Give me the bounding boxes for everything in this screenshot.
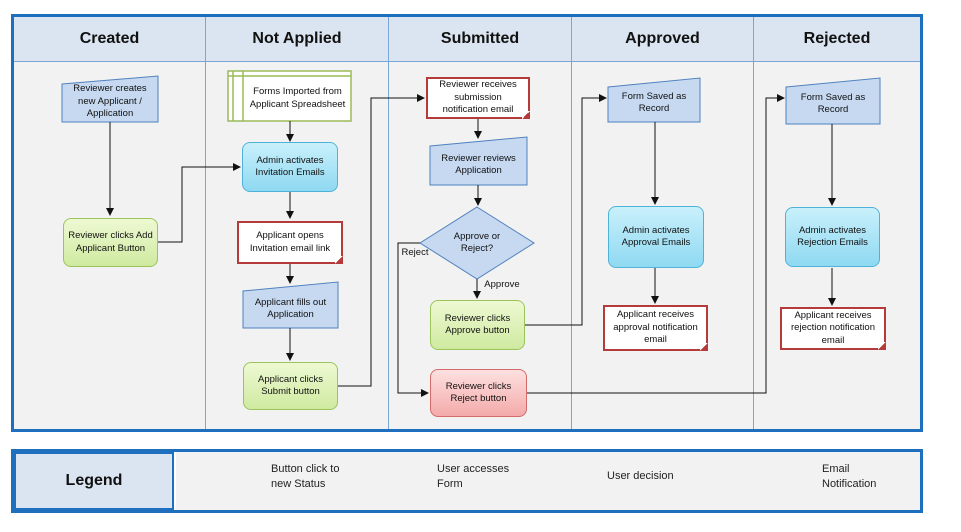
lane-rejected: Rejected — [754, 17, 920, 429]
node-reviewer-clicks-add: Reviewer clicks Add Applicant Button — [63, 218, 158, 267]
node-applicant-receives-approval: Applicant receives approval notification… — [603, 305, 708, 351]
legend-label-user-decision: User decision — [607, 470, 674, 482]
lane-header-created: Created — [14, 17, 205, 62]
form-shape-reviewer-creates — [61, 75, 159, 123]
form-shape-saved-rejected — [785, 77, 881, 125]
node-applicant-fills: Applicant fills out Application — [254, 296, 327, 321]
node-admin-activates-approval: Admin activates Approval Emails — [608, 206, 704, 268]
form-shape-reviewer-reviews — [429, 136, 528, 186]
node-reviewer-clicks-approve: Reviewer clicks Approve button — [430, 300, 525, 350]
node-admin-activates-rejection: Admin activates Rejection Emails — [785, 207, 880, 267]
arrow-approve-to-saved — [525, 94, 607, 326]
node-reviewer-clicks-reject: Reviewer clicks Reject button — [430, 369, 527, 417]
node-admin-activates-invitation: Admin activates Invitation Emails — [242, 142, 338, 192]
node-reviewer-receives-submission: Reviewer receives submission notificatio… — [426, 77, 530, 119]
edge-label-approve: Approve — [484, 278, 520, 290]
node-reviewer-creates: Reviewer creates new Applicant / Applica… — [73, 83, 147, 120]
legend-label-button-click: Button click to new Status — [271, 463, 340, 490]
arrow-decision-reject — [397, 242, 429, 397]
lane-header-approved: Approved — [572, 17, 753, 62]
arrow-submit-to-submission-email — [338, 94, 425, 387]
edge-label-reject: Reject — [401, 246, 429, 258]
node-applicant-receives-rejection: Applicant receives rejection notificatio… — [780, 307, 886, 350]
node-form-saved-approved: Form Saved as Record — [621, 90, 687, 115]
legend-title: Legend — [14, 452, 174, 510]
node-approve-or-reject: Approve or Reject? — [453, 230, 501, 255]
import-shape-forms — [227, 70, 352, 122]
legend-frame: Legend — [11, 449, 923, 513]
lane-submitted: Submitted — [389, 17, 572, 429]
legend-body — [176, 452, 920, 510]
legend-label-user-accesses: User accesses Form — [437, 463, 510, 490]
arrow-add-to-invitation — [158, 163, 241, 243]
lane-header-not-applied: Not Applied — [206, 17, 388, 62]
form-shape-saved-approved — [607, 77, 701, 123]
lane-header-submitted: Submitted — [389, 17, 571, 62]
node-form-saved-rejected: Form Saved as Record — [800, 91, 866, 116]
legend-label-email-notification: Email Notification — [822, 463, 877, 490]
node-reviewer-reviews: Reviewer reviews Application — [441, 152, 516, 177]
lane-header-rejected: Rejected — [754, 17, 920, 62]
arrow-reject-to-saved — [527, 94, 785, 394]
node-applicant-opens-email: Applicant opens Invitation email link — [237, 221, 343, 264]
node-forms-imported: Forms Imported from Applicant Spreadshee… — [249, 86, 346, 110]
node-applicant-clicks-submit: Applicant clicks Submit button — [243, 362, 338, 410]
form-shape-applicant-fills — [242, 281, 339, 329]
